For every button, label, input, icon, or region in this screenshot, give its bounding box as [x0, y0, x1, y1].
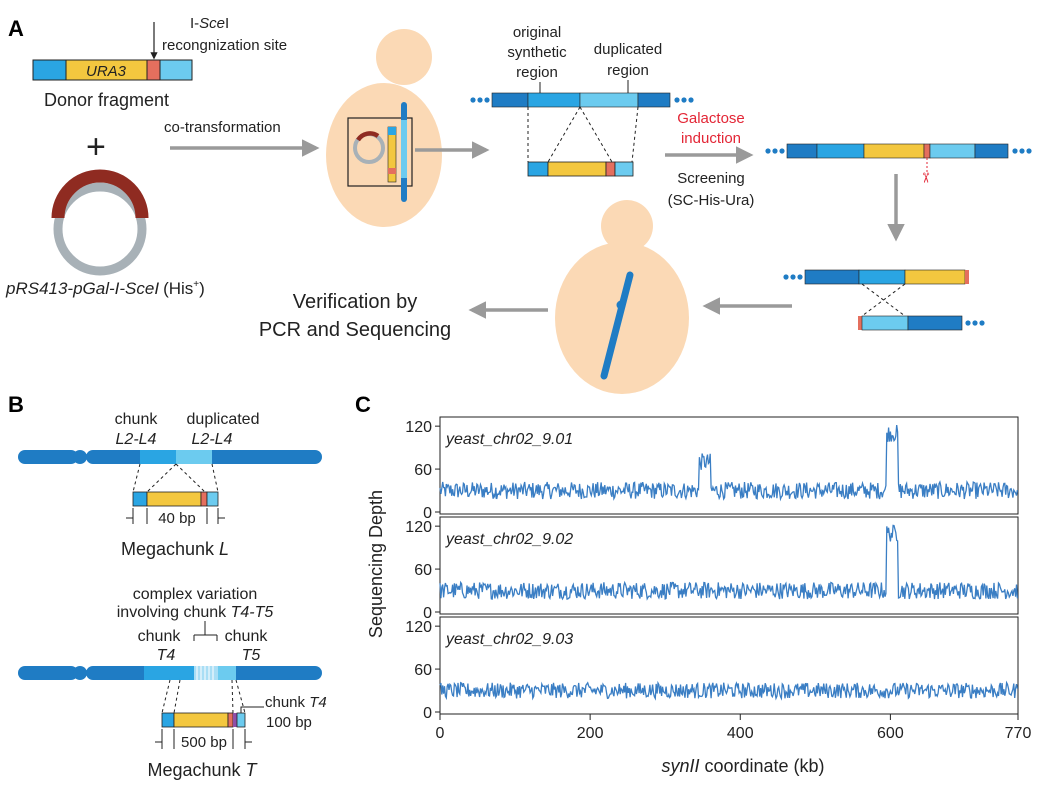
megachunk-t-lines [161, 679, 246, 714]
t5-label: T5 [242, 647, 261, 664]
y-tick-label: 120 [405, 619, 432, 636]
megachunk-l-label: Megachunk L [121, 539, 229, 559]
chunk-t5-top-label: chunk [225, 628, 269, 645]
plus-sign: + [86, 128, 106, 166]
complex-variation-label-2: involving chunk T4-T5 [117, 604, 274, 621]
y-tick-label: 60 [414, 462, 432, 479]
panel-b-label: B [8, 392, 24, 417]
megachunk-t-chromosome [18, 666, 322, 680]
x-tick-label: 600 [877, 725, 904, 742]
y-tick-label: 120 [405, 419, 432, 436]
verification-label-2: PCR and Sequencing [259, 319, 451, 341]
duplicated-label-b: duplicated [187, 411, 260, 428]
chart-panel-frame [439, 416, 1019, 515]
complex-bracket [193, 621, 218, 641]
integrated-chromosome [470, 92, 694, 108]
chart-panel-frame [439, 516, 1019, 615]
cut-chromosome [765, 143, 1032, 172]
inserted-donor [527, 161, 634, 177]
donor-fragment-label: Donor fragment [44, 90, 169, 110]
bp40-bracket [126, 508, 225, 524]
screening-label-1: Screening [677, 170, 745, 187]
y-axis-label: Sequencing Depth [366, 490, 386, 638]
megachunk-l-chromosome [18, 450, 322, 464]
donor-fragment: URA3 [32, 59, 193, 81]
megachunk-l-lines [132, 463, 219, 493]
original-region-label-1: original [513, 24, 561, 41]
series-label: yeast_chr02_9.03 [445, 631, 573, 648]
panel-c-label: C [355, 392, 371, 417]
series-line-yeast_chr02_9.01 [439, 425, 1019, 502]
chunk-t4-top-label: chunk [138, 628, 182, 645]
original-region-label-3: region [516, 64, 558, 81]
yeast-cell-2 [555, 200, 689, 394]
y-tick-label: 0 [423, 705, 432, 722]
y-tick-label: 0 [423, 505, 432, 522]
chunk-t4-label: chunk T4 [265, 694, 327, 711]
bp100-label: 100 bp [266, 714, 312, 731]
megachunk-l-donor [132, 491, 219, 507]
complex-variation-label-1: complex variation [133, 586, 258, 603]
verification-label-1: Verification by [293, 291, 418, 313]
plasmid-label: pRS413-pGal-I-SceI(His+) [5, 279, 205, 298]
y-tick-label: 120 [405, 519, 432, 536]
duplicated-l2l4-label: L2-L4 [192, 431, 233, 448]
series-line-yeast_chr02_9.02 [439, 524, 1019, 601]
chart-panel-frame [439, 616, 1019, 715]
original-region-label-2: synthetic [507, 44, 567, 61]
co-transformation-label: co-transformation [164, 119, 281, 136]
t4-label: T4 [157, 647, 176, 664]
panel-a-label: A [8, 16, 24, 41]
y-tick-label: 60 [414, 662, 432, 679]
x-axis-label: synII coordinate (kb) [661, 756, 824, 776]
x-tick-label: 400 [727, 725, 754, 742]
y-tick-label: 0 [423, 605, 432, 622]
plasmid [51, 169, 149, 276]
megachunk-t-label: Megachunk T [147, 760, 258, 780]
yeast-cell-1 [326, 29, 442, 227]
bp500-label: 500 bp [181, 734, 227, 751]
isce-site-label-line2: recongnization site [162, 37, 287, 54]
duplicated-region-label-1: duplicated [594, 41, 662, 58]
x-tick-label: 0 [436, 725, 445, 742]
x-tick-label: 770 [1005, 725, 1032, 742]
scissors-icon: ✂ [918, 172, 934, 184]
sequencing-depth-chart: 0 60 120 yeast_chr02_9.01 0 60 120 yeast_chr02_… [405, 416, 1032, 742]
crossover-lines-1 [527, 106, 639, 163]
chunk-l2l4-label: L2-L4 [116, 431, 157, 448]
ura3-label: URA3 [86, 63, 127, 80]
duplicated-region-label-2: region [607, 62, 649, 79]
chunk-t4-pointer [240, 706, 264, 713]
chunk-label-l: chunk [115, 411, 159, 428]
series-label: yeast_chr02_9.02 [445, 531, 573, 548]
bp40-label: 40 bp [158, 510, 196, 527]
megachunk-t-donor [161, 712, 246, 728]
recombination-pair [783, 269, 985, 331]
x-tick-label: 200 [577, 725, 604, 742]
screening-label-2: (SC-His-Ura) [668, 192, 755, 209]
bp500-bracket [155, 729, 252, 749]
galactose-label-2: induction [681, 130, 741, 147]
series-label: yeast_chr02_9.01 [445, 431, 573, 448]
y-tick-label: 60 [414, 562, 432, 579]
series-line-yeast_chr02_9.03 [439, 680, 1019, 701]
isce-site-label: I-SceI [190, 15, 229, 32]
galactose-label-1: Galactose [677, 110, 745, 127]
